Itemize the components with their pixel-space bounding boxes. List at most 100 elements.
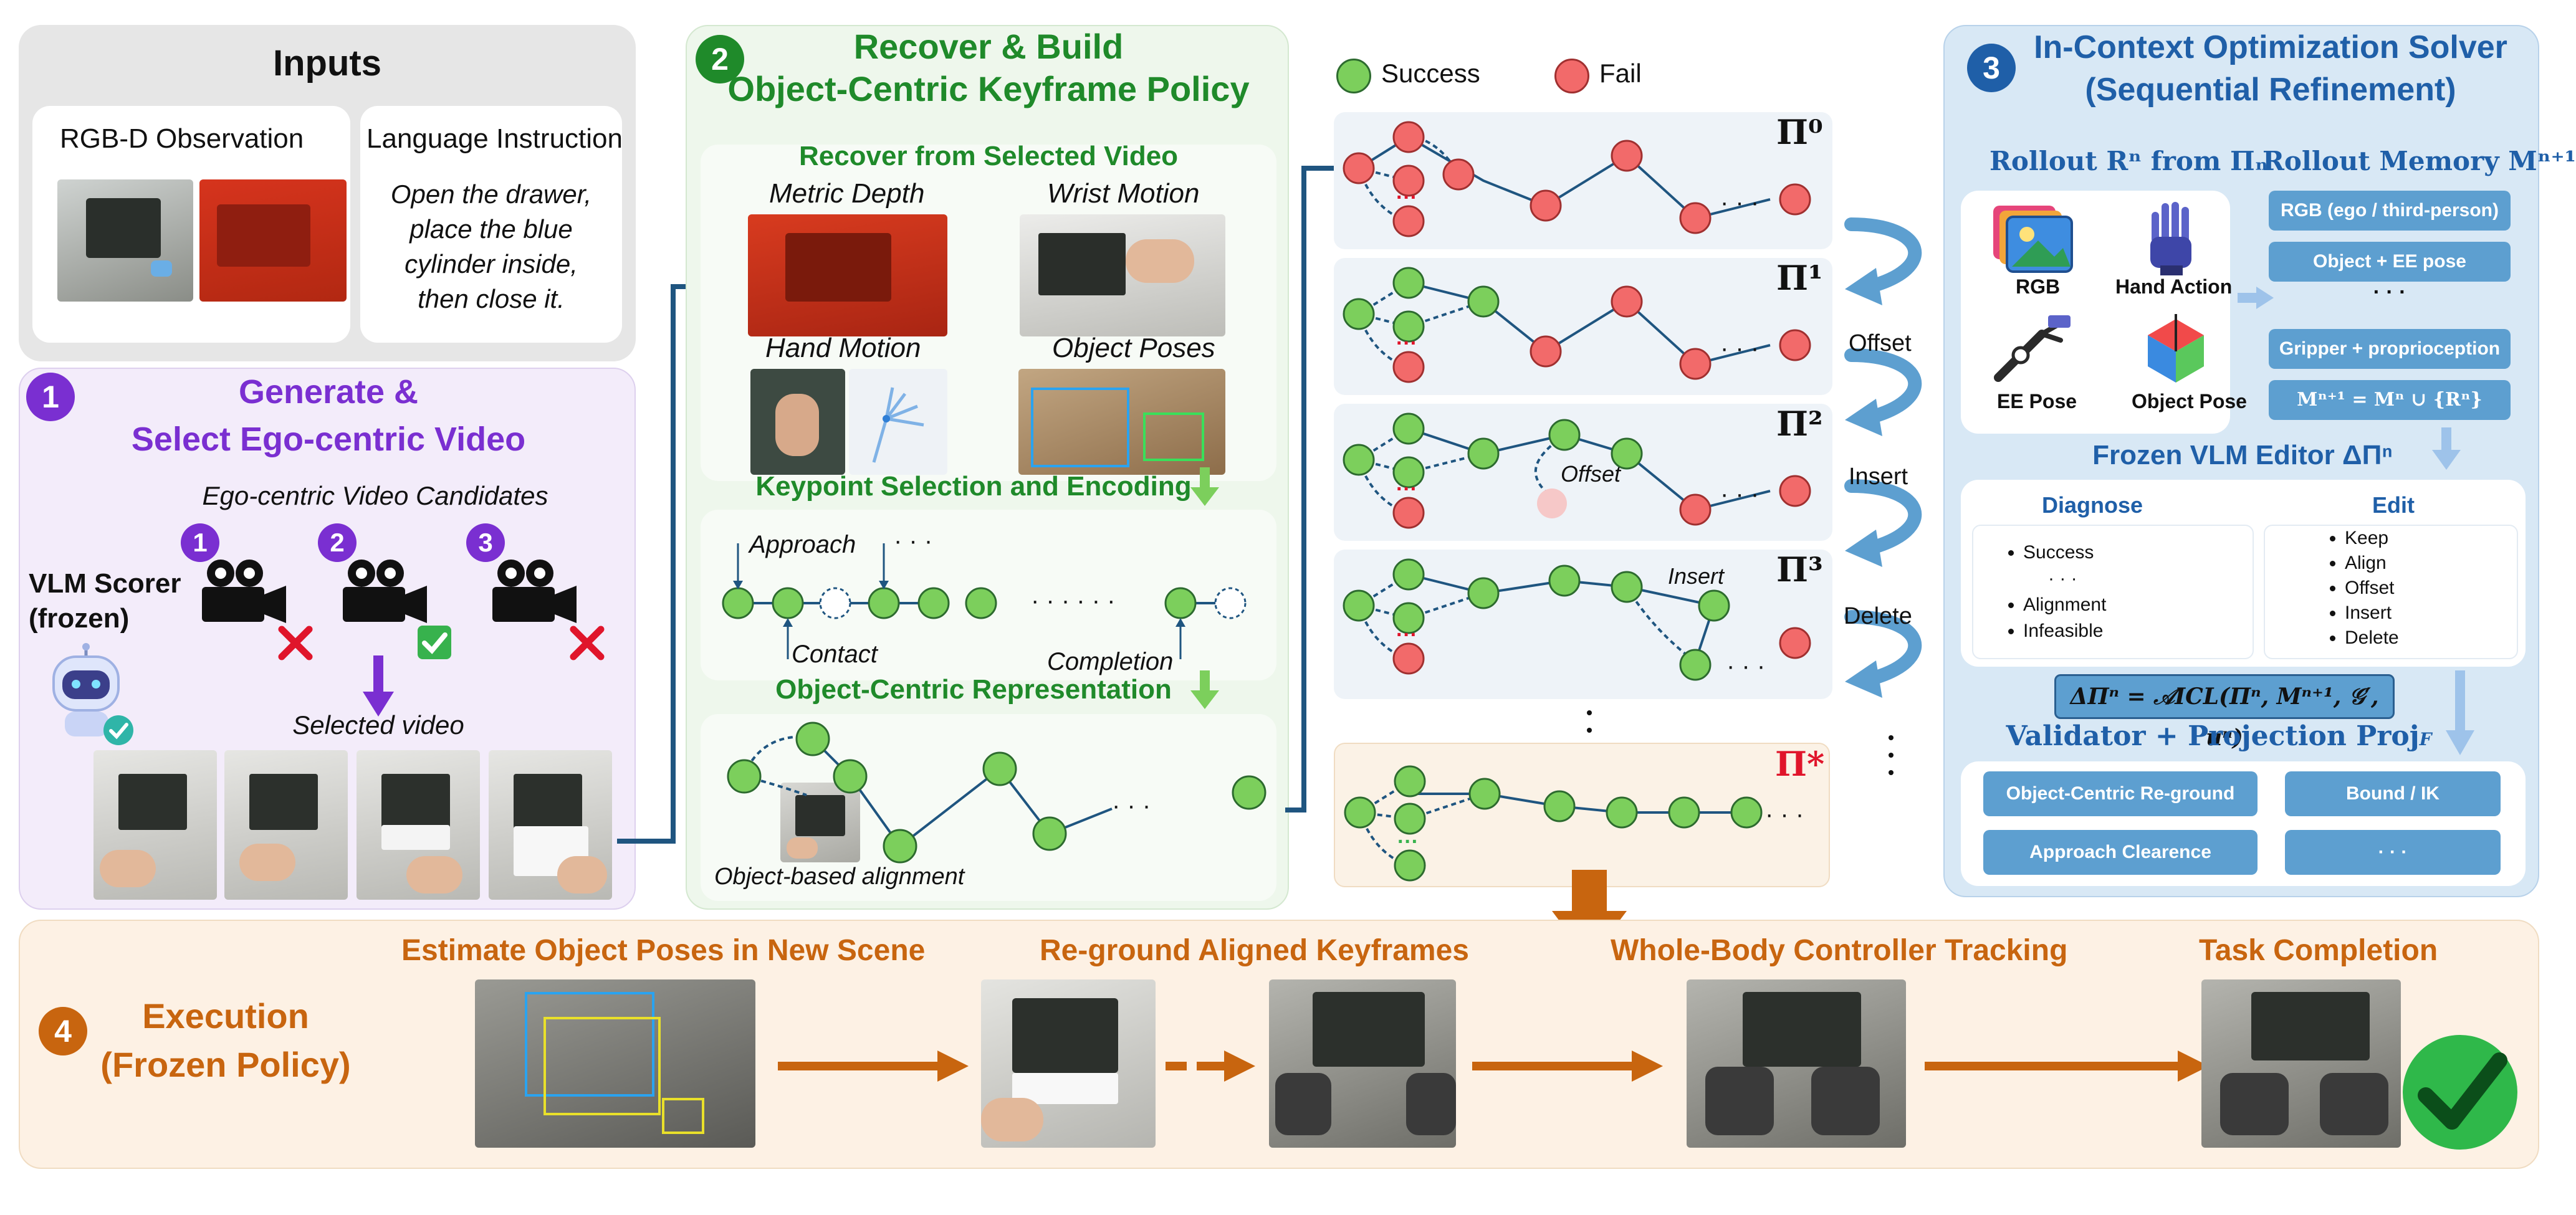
- diagnose-item-ellipsis: · · ·: [2048, 568, 2077, 589]
- inputs-panel: Inputs RGB-D Observation Language Instru…: [19, 25, 636, 361]
- step-reground-label: Re-ground Aligned Keyframes: [1040, 934, 1469, 967]
- policy-graph-star: ··· · · ·: [1344, 765, 1804, 882]
- ee-pose-icon-label: EE Pose: [1997, 390, 2077, 412]
- representation-title: Object-Centric Representation: [775, 674, 1172, 705]
- stage1-number: 1: [26, 373, 75, 421]
- step-estimate-label: Estimate Object Poses in New Scene: [401, 934, 926, 967]
- edit-item-keep: Keep: [2345, 526, 2517, 551]
- step-tracking-label: Whole-Body Controller Tracking: [1611, 934, 2068, 967]
- side-delete-label: Delete: [1844, 603, 1912, 629]
- side-insert-label: Insert: [1849, 464, 1908, 490]
- execution-photo-3: [1269, 979, 1456, 1148]
- scorer-label-2: (frozen): [29, 603, 130, 634]
- validator-approach: Approach Clearence: [1983, 830, 2258, 875]
- policy-row-0: ··· · · · Π⁰: [1334, 112, 1832, 249]
- policy-row-2: ··· · · · Offset Π²: [1334, 404, 1832, 541]
- hand-skeleton-photo: [849, 369, 947, 475]
- stage2-title-1: Recover & Build: [853, 27, 1124, 66]
- svg-text:· · ·: · · ·: [1720, 189, 1759, 216]
- policy-row-star: ··· · · · Π*: [1334, 743, 1830, 887]
- policy-graph-1: ··· · · ·: [1343, 267, 1811, 383]
- alignment-photo: [780, 783, 860, 862]
- validator-ellipsis: · · ·: [2285, 830, 2501, 875]
- formula-box: ΔΠⁿ = 𝒜ICL(Πⁿ, Mⁿ⁺¹, 𝒢′, uⁿ): [2054, 674, 2395, 751]
- stage3-panel: 3 In-Context Optimization Solver (Sequen…: [1943, 25, 2576, 897]
- memory-item-object-ee: Object + EE pose: [2269, 242, 2511, 282]
- keypoint-arrow: [1190, 467, 1219, 506]
- robot-icon: [52, 643, 133, 745]
- object-pose-icon: [2148, 314, 2204, 383]
- rgb-icon: [1993, 206, 2073, 273]
- svg-text:···: ···: [1396, 477, 1417, 501]
- stage1-title-2: Select Ego-centric Video: [131, 421, 526, 458]
- svg-text:···: ···: [1397, 830, 1419, 854]
- video-frame-2: [224, 750, 348, 900]
- policy-insert-label: Insert: [1668, 563, 1725, 589]
- scorer-label-1: VLM Scorer: [29, 568, 181, 599]
- execution-photo-1: [475, 979, 755, 1148]
- execution-photo-2: [981, 979, 1156, 1148]
- keypoint-dots-short: · · ·: [894, 527, 933, 555]
- legend-fail-dot: [1554, 59, 1589, 93]
- reject-icon-1: [278, 626, 313, 660]
- wrist-motion-photo: [1020, 214, 1225, 336]
- edit-item-align: Align: [2345, 551, 2517, 576]
- editor-title: Frozen VLM Editor ΔΠⁿ: [2092, 440, 2393, 470]
- refine-arrows: [1844, 217, 1922, 698]
- rollout-to-memory-arrow: [2238, 287, 2274, 309]
- camera-icon-2: [343, 560, 427, 623]
- memory-item-update: Mⁿ⁺¹ = Mⁿ ∪ {Rⁿ}: [2269, 380, 2511, 420]
- rollout-icons-box: RGB Hand Action EE Pose Object Pose: [1961, 191, 2247, 434]
- stage4-panel: 4 Execution (Frozen Policy) Estimate Obj…: [19, 920, 2539, 1169]
- candidates-label: Ego-centric Video Candidates: [202, 481, 548, 510]
- hand-motion-label: Hand Motion: [765, 333, 921, 363]
- editor-box: Diagnose Success · · · Alignment Infeasi…: [1961, 480, 2526, 667]
- policy-label-2: Π²: [1776, 404, 1823, 444]
- metric-depth-photo: [748, 214, 947, 336]
- policy-row-3: ··· · · · Insert Π³: [1334, 550, 1832, 699]
- diagnose-item-alignment: Alignment: [2023, 592, 2253, 618]
- legend: Success Fail: [1334, 55, 1770, 98]
- representation-arrow: [1190, 670, 1219, 709]
- policy-offset-label: Offset: [1561, 461, 1621, 487]
- policy-label-1: Π¹: [1776, 258, 1823, 298]
- legend-fail-label: Fail: [1599, 59, 1642, 88]
- inputs-title: Inputs: [273, 43, 381, 83]
- stage3-title-1: In-Context Optimization Solver: [2034, 29, 2507, 65]
- policy-label-star: Π*: [1775, 744, 1825, 784]
- diagnose-list-box: Success · · · Alignment Infeasible: [1972, 525, 2254, 659]
- object-centric-graph: · · ·: [727, 722, 1266, 864]
- object-pose-icon-label: Object Pose: [2132, 390, 2247, 412]
- svg-text:· · ·: · · ·: [1765, 801, 1804, 828]
- accept-icon-2: [418, 626, 451, 659]
- legend-success-label: Success: [1381, 59, 1480, 88]
- execution-arrow-1: [778, 1051, 969, 1082]
- policy-graph-3: ··· · · ·: [1343, 558, 1811, 681]
- wrist-motion-label: Wrist Motion: [1047, 178, 1200, 209]
- video-frame-3: [357, 750, 480, 900]
- policy-graph-2: ··· · · ·: [1343, 412, 1811, 529]
- diagnose-item-infeasible: Infeasible: [2023, 618, 2253, 644]
- hand-action-icon-label: Hand Action: [2115, 275, 2233, 298]
- instruction-line-2: place the blue: [409, 214, 573, 244]
- keypoint-box: Approach · · · Contact · · · · · · Compl…: [701, 510, 1276, 680]
- stage3-title-2: (Sequential Refinement): [2085, 72, 2456, 108]
- video-frame-4: [489, 750, 612, 900]
- memory-item-rgb: RGB (ego / third-person): [2269, 191, 2511, 231]
- candidate-number-3: 3: [466, 523, 505, 562]
- hand-action-icon: [2150, 202, 2191, 275]
- select-arrow: [363, 655, 394, 717]
- reject-icon-3: [570, 626, 605, 660]
- keypoint-title: Keypoint Selection and Encoding: [755, 471, 1192, 502]
- camera-icon-3: [492, 560, 577, 623]
- stage4-number: 4: [39, 1007, 87, 1055]
- stage1-panel: 1 Generate & Select Ego-centric Video Eg…: [19, 368, 636, 910]
- edit-title: Edit: [2372, 492, 2415, 518]
- stage3-number: 3: [1967, 44, 2016, 92]
- policy-label-3: Π³: [1776, 550, 1823, 589]
- representation-box: · · · Object-based alignment: [701, 714, 1276, 901]
- svg-text:···: ···: [1396, 623, 1417, 647]
- metric-depth-label: Metric Depth: [769, 178, 925, 209]
- language-label: Language Instruction: [366, 123, 623, 154]
- validator-subscript: F: [2419, 729, 2432, 750]
